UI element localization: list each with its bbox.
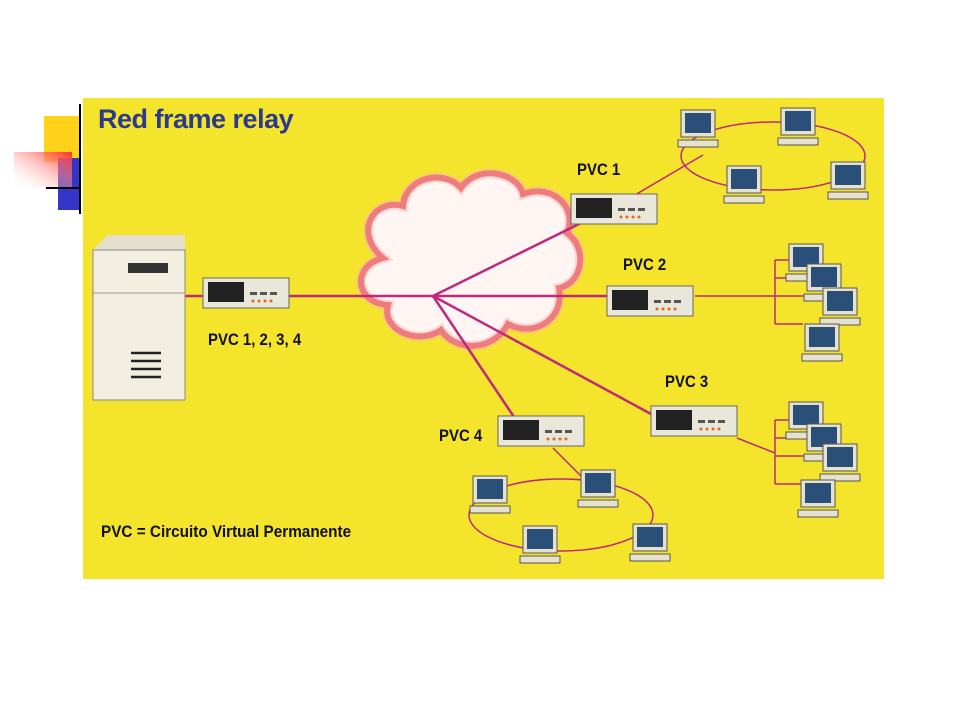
pvc4-ring: [469, 469, 671, 564]
workstation: [577, 469, 619, 508]
host-server: [92, 235, 186, 401]
workstation: [827, 161, 869, 200]
slide-decoration: [14, 104, 81, 214]
legend-text: PVC = Circuito Virtual Permanente: [101, 522, 352, 541]
workstation: [777, 107, 819, 146]
pvc3-star: [785, 401, 861, 518]
label-pvc2: PVC 2: [623, 255, 667, 274]
workstation: [629, 523, 671, 562]
red-square: [14, 152, 72, 188]
label-pvc4: PVC 4: [439, 426, 483, 445]
label-central-pvcs: PVC 1, 2, 3, 4: [208, 330, 302, 349]
workstation: [677, 109, 719, 148]
frad-central: [202, 277, 290, 309]
network-diagram-svg: [92, 107, 869, 564]
workstation: [469, 475, 511, 514]
frad-pvc3: [650, 405, 738, 437]
pvc2-star: [785, 243, 861, 362]
workstation: [819, 443, 861, 482]
frad-pvc2: [606, 285, 694, 317]
server-vent-icon: [131, 351, 161, 379]
workstation: [519, 525, 561, 564]
diagram-title: Red frame relay: [98, 104, 294, 134]
label-pvc1: PVC 1: [577, 160, 621, 179]
workstation: [801, 323, 843, 362]
frame-relay-diagram: Red frame relay PVC 1, 2, 3, 4 PVC 1 PVC…: [83, 98, 884, 579]
workstation: [819, 287, 861, 326]
workstation: [723, 165, 765, 204]
frad-pvc4: [497, 415, 585, 447]
workstation: [797, 479, 839, 518]
frad-pvc1: [570, 193, 658, 225]
label-pvc3: PVC 3: [665, 372, 709, 391]
